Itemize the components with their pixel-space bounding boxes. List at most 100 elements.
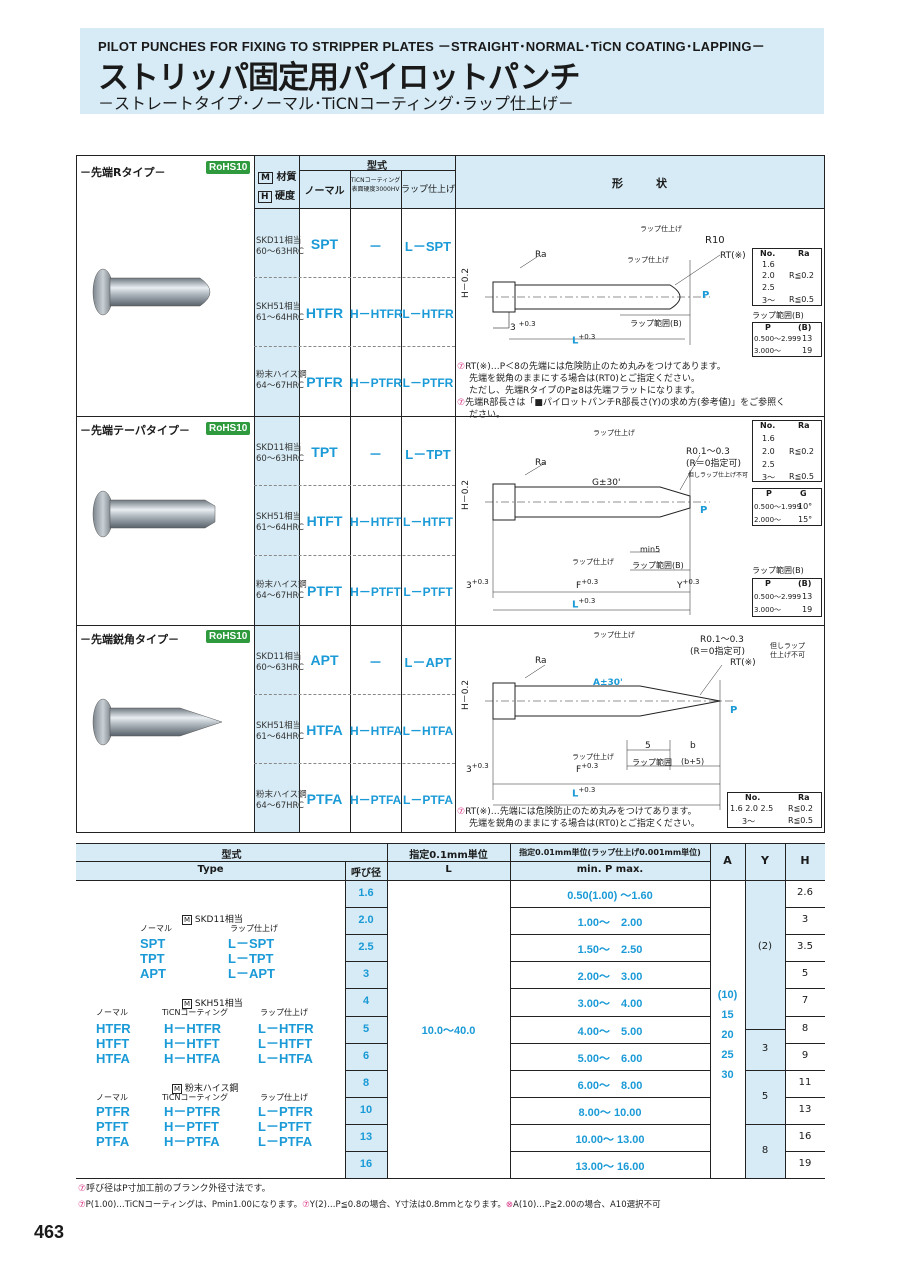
label-L: L+0.3: [572, 786, 596, 800]
type-code: －: [368, 655, 382, 670]
footnote-2: ⑦P(1.00)…TiCNコーティングは、Pmin1.00になります。⑦Y(2)…: [78, 1200, 661, 1210]
label-L: L+0.3: [572, 597, 596, 611]
g-table: [752, 488, 822, 526]
p-range-cell: 3.00～ 4.00: [577, 998, 643, 1011]
label-h: H－0.2: [461, 267, 471, 298]
type-code: PTFA: [306, 791, 343, 807]
p-range-cell: 5.00～ 6.00: [577, 1052, 643, 1065]
label-ra: Ra: [535, 458, 547, 468]
page-number: 463: [34, 1222, 65, 1242]
lap-range-table: [752, 578, 822, 617]
diameter-cell: 5: [362, 1022, 370, 1035]
type-code: HTFR: [305, 305, 344, 321]
L-range: 10.0～40.0: [421, 1025, 476, 1037]
material-header: M 材質: [258, 168, 296, 184]
lap-range-title: ラップ範囲(B): [752, 566, 804, 575]
type-code: HTFA: [306, 722, 343, 738]
group-skh51-mat: M SKH51相当: [182, 999, 243, 1009]
label-lap: ラップ仕上げ: [627, 256, 669, 264]
label-h: H－0.2: [461, 479, 471, 510]
type-header: 型式: [367, 161, 387, 172]
diameter-cell: 16: [359, 1158, 373, 1170]
group-hss-mat: M 粉末ハイス鋼: [172, 1084, 239, 1094]
taper-type-photo: [92, 490, 216, 538]
lap-range-table: [752, 322, 822, 357]
label-r0: (R＝0指定可): [690, 647, 746, 657]
r-type-photo: [92, 268, 211, 316]
english-title: PILOT PUNCHES FOR FIXING TO STRIPPER PLA…: [98, 39, 765, 54]
type-code: PTFT: [307, 583, 342, 599]
h-cell: 11: [798, 1076, 812, 1088]
diameter-cell: 6: [362, 1049, 370, 1062]
type-code: H－HTFR: [350, 307, 403, 321]
diameter-cell: 8: [362, 1076, 370, 1089]
h-cell: 19: [798, 1158, 812, 1169]
type-code: L－PTFT: [403, 585, 453, 599]
h-cell: 16: [798, 1130, 812, 1142]
label-P: P: [702, 290, 710, 301]
ticn-header: TiCNコーティング表面硬度3000HV: [350, 177, 401, 193]
diameter-cell: 2.5: [358, 941, 374, 954]
p-range-cell: 10.00～ 13.00: [575, 1133, 645, 1146]
sharp-type-photo: [92, 698, 223, 746]
p-range-cell: 13.00～ 16.00: [575, 1161, 645, 1173]
note-rt: ⑦RT(※)…P＜8の先端には危険防止のため丸みをつけてあります。: [457, 362, 726, 372]
p-range-cell: 1.50～ 2.50: [577, 944, 643, 957]
section-title-taper: －先端テーパタイプ－: [80, 424, 190, 437]
footnote-1: ⑦呼び径はP寸加工前のブランク外径寸法です。: [78, 1184, 271, 1194]
spec001-header: 指定0.01mm単位(ラップ仕上げ0.001mm単位): [519, 848, 701, 857]
label-lap: ラップ仕上げ: [640, 225, 682, 233]
label-lap-range: ラップ範囲(B): [632, 561, 684, 570]
h-cell: 3: [801, 914, 809, 926]
label-3: 3 +0.3: [510, 320, 536, 333]
spec-table: [76, 843, 825, 1179]
label-P: P: [700, 505, 708, 516]
type-code: L－PTFA: [403, 793, 453, 807]
label-lap-not: 但しラップ仕上げ不可: [770, 642, 805, 659]
p-range-cell: 1.00～ 2.00: [577, 917, 643, 930]
label-g: G±30': [592, 478, 621, 488]
spec01-header: 指定0.1mm単位: [409, 850, 488, 861]
lap-range-title: ラップ範囲(B): [752, 311, 804, 320]
label-r10: R10: [705, 235, 725, 246]
label-rt: RT(※): [730, 658, 756, 668]
label-lap-not: 但しラップ仕上げ不可: [688, 472, 749, 479]
label-h: H－0.2: [461, 679, 471, 710]
h-cell: 7: [801, 995, 809, 1007]
japanese-title: ストリッパ固定用パイロットパンチ: [98, 60, 581, 96]
label-L: L+0.3: [572, 333, 596, 347]
type-code: APT: [310, 652, 339, 668]
type-code: SPT: [310, 236, 339, 252]
type-code: L－APT: [404, 655, 452, 670]
label-r0: (R＝0指定可): [686, 459, 742, 469]
label-lap: ラップ仕上げ: [572, 558, 614, 566]
section-title-sharp: －先端鋭角タイプ－: [80, 633, 179, 646]
diameter-cell: 10: [359, 1103, 373, 1116]
diameter-cell: 3: [362, 968, 370, 981]
diameter-cell: 13: [359, 1130, 373, 1143]
h-cell: 9: [801, 1049, 809, 1061]
type-code: L－PTFR: [402, 376, 454, 390]
label-P: P: [730, 705, 738, 716]
diameter-cell: 1.6: [358, 887, 374, 899]
diameter-cell: 2.0: [358, 914, 374, 927]
label-r01: R0.1～0.3: [686, 447, 730, 457]
type-code: PTFR: [306, 374, 343, 390]
type-code: L－TPT: [405, 447, 451, 462]
note-r-length: ⑦先端R部長さは「■パイロットパンチR部長さ(Y)の求め方(参考値)」をご参照く: [457, 398, 786, 408]
label-rt: RT(※): [720, 251, 746, 261]
h-cell: 8: [801, 1022, 809, 1034]
label-lap: ラップ仕上げ: [572, 753, 614, 761]
label-a: A±30': [593, 678, 623, 688]
h-cell: 3.5: [797, 941, 813, 953]
type-code: HTFT: [306, 513, 343, 529]
